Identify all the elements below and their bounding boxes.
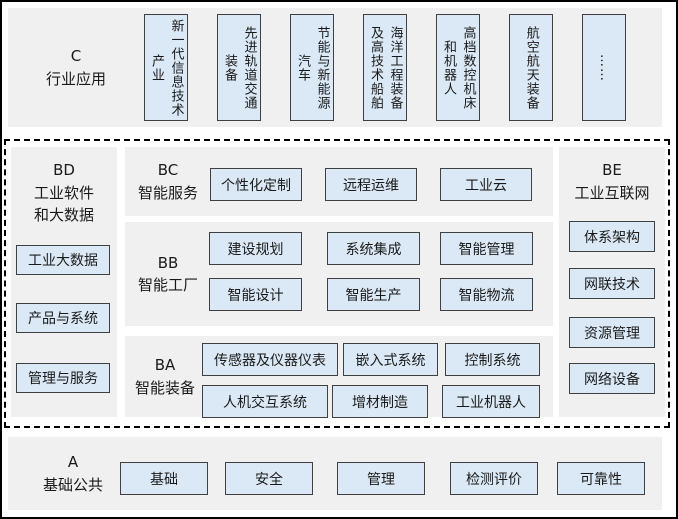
- be-box-network-equipment: 网络设备: [569, 363, 655, 394]
- bb-box-construction-planning: 建设规划: [209, 232, 302, 265]
- section-bc-smart-services: BC 智能服务 个性化定制 远程运维 工业云: [125, 147, 553, 216]
- bc-box-industrial-cloud: 工业云: [440, 168, 532, 201]
- ba-box-sensors-instruments: 传感器及仪器仪表: [202, 343, 338, 376]
- bc-box-personalized-customization: 个性化定制: [210, 168, 302, 201]
- bb-box-smart-logistics: 智能物流: [440, 278, 533, 311]
- bb-box-smart-production: 智能生产: [327, 278, 420, 311]
- industry-box-ellipsis: ……: [582, 14, 626, 121]
- section-be-industrial-internet: BE 工业互联网 体系架构 网联技术 资源管理 网络设备: [559, 147, 665, 417]
- section-be-label: BE 工业互联网: [574, 161, 650, 202]
- section-c-label: C 行业应用: [45, 47, 106, 88]
- bc-box-remote-ops: 远程运维: [325, 168, 417, 201]
- section-ba-label: BA 智能装备: [134, 356, 195, 397]
- bd-box-industrial-big-data: 工业大数据: [16, 245, 110, 275]
- industry-box-new-energy-vehicles: 节能与新能源 汽车: [290, 14, 334, 121]
- industry-box-rail-transit: 先进轨道交通 装备: [217, 14, 261, 121]
- a-box-foundation: 基础: [120, 462, 208, 495]
- a-box-safety: 安全: [225, 462, 313, 495]
- bb-box-smart-design: 智能设计: [209, 278, 302, 311]
- bb-box-smart-management: 智能管理: [440, 232, 533, 265]
- section-bb-smart-factory: BB 智能工厂 建设规划 系统集成 智能管理 智能设计 智能生产 智能物流: [125, 222, 553, 326]
- industry-box-marine-engineering: 海洋工程装备 及高技术船舶: [363, 14, 407, 121]
- ba-box-hmi-systems: 人机交互系统: [202, 385, 328, 418]
- bd-box-management-services: 管理与服务: [16, 363, 110, 393]
- industry-box-next-gen-it: 新一代信息技术 产业: [144, 14, 188, 121]
- be-box-architecture: 体系架构: [569, 221, 655, 252]
- industry-box-row: 新一代信息技术 产业 先进轨道交通 装备 节能与新能源 汽车 海洋工程装备 及高…: [144, 14, 626, 121]
- be-box-network-technology: 网联技术: [569, 268, 655, 299]
- ba-box-embedded-systems: 嵌入式系统: [343, 343, 438, 376]
- ba-box-additive-manufacturing: 增材制造: [332, 385, 428, 418]
- a-box-testing-evaluation: 检测评价: [450, 462, 538, 495]
- industry-box-aerospace: 航空航天装备: [509, 14, 553, 121]
- section-bb-label: BB 智能工厂: [137, 253, 198, 295]
- ba-box-control-systems: 控制系统: [445, 343, 540, 376]
- section-ba-smart-equipment: BA 智能装备 传感器及仪器仪表 嵌入式系统 控制系统 人机交互系统 增材制造 …: [125, 336, 553, 418]
- bd-box-products-systems: 产品与系统: [16, 303, 110, 333]
- section-c-industry-applications: C 行业应用 新一代信息技术 产业 先进轨道交通 装备 节能与新能源 汽车 海洋…: [8, 8, 662, 127]
- be-box-resource-management: 资源管理: [569, 317, 655, 348]
- bb-box-system-integration: 系统集成: [327, 232, 420, 265]
- a-box-reliability: 可靠性: [557, 462, 645, 495]
- section-a-foundation-common: A 基础公共 基础 安全 管理 检测评价 可靠性: [8, 437, 662, 510]
- ba-box-industrial-robots: 工业机器人: [442, 385, 540, 418]
- key-technologies-dashed-zone: BD 工业软件 和大数据 工业大数据 产品与系统 管理与服务 BC 智能服务 个…: [4, 139, 670, 428]
- industry-box-cnc-robots: 高档数控机床 和机器人: [436, 14, 480, 121]
- section-bc-label: BC 智能服务: [137, 161, 198, 202]
- section-bd-label: BD 工业软件 和大数据: [33, 161, 94, 224]
- a-box-management: 管理: [337, 462, 425, 495]
- section-a-label: A 基础公共: [42, 453, 103, 494]
- section-bd-software-bigdata: BD 工业软件 和大数据 工业大数据 产品与系统 管理与服务: [11, 147, 117, 417]
